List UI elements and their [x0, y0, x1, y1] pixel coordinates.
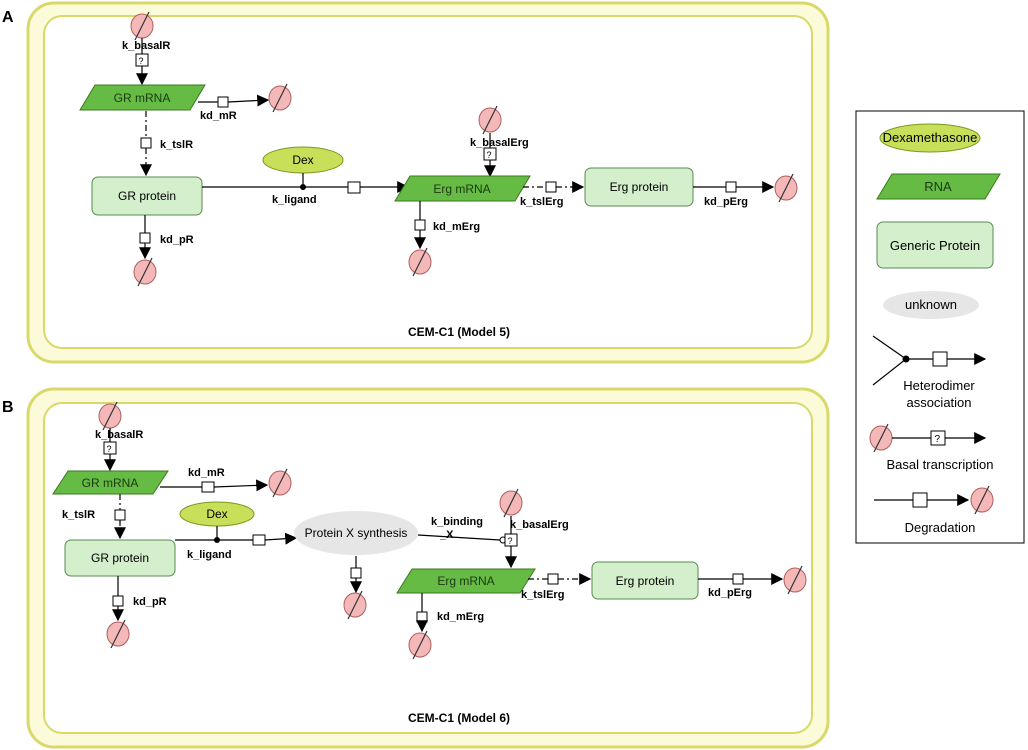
gr-protein-label: GR protein	[118, 189, 176, 203]
protein-x-synthesis-node	[294, 511, 418, 555]
label-k-ligand-b: k_ligand	[187, 549, 232, 561]
legend-heterodimer-label-2: association	[906, 395, 971, 410]
process-box	[350, 567, 362, 579]
label-k-tslErg-b: k_tslErg	[521, 589, 564, 601]
panel-b: ? k_basalR GR mRNA kd_mR k_tslR GR prote…	[26, 387, 830, 749]
process-box	[201, 481, 215, 493]
label-kd-pErg: kd_pErg	[704, 196, 748, 208]
label-k-tslR-b: k_tslR	[62, 509, 95, 521]
label-kd-pErg-b: kd_pErg	[708, 587, 752, 599]
svg-text:?: ?	[508, 536, 513, 546]
legend-basal-label: Basal transcription	[887, 457, 994, 472]
panel-a-letter: A	[2, 9, 14, 26]
label-k-binding: k_binding	[431, 516, 483, 528]
process-box	[139, 232, 151, 244]
label-k-basalR-b: k_basalR	[95, 429, 143, 441]
legend-protein-label: Generic Protein	[890, 238, 980, 253]
label-k-basalErg-b: k_basalErg	[510, 519, 569, 531]
legend-protein-shape	[876, 221, 994, 269]
legend-process-box	[912, 492, 928, 508]
label-k-ligand: k_ligand	[272, 194, 317, 206]
legend-degradation-label: Degradation	[905, 520, 976, 535]
gr-protein-label-b: GR protein	[91, 551, 149, 565]
label-k-tslR: k_tslR	[160, 139, 193, 151]
process-box	[547, 573, 559, 585]
process-box	[140, 137, 152, 149]
legend-process-box	[932, 351, 948, 367]
label-kd-pR-b: kd_pR	[133, 596, 167, 608]
label-k-basalR: k_basalR	[122, 40, 170, 52]
legend: Dexamethasone RNA Generic Protein unknow…	[855, 110, 1025, 544]
panel-b-letter: B	[2, 399, 14, 416]
legend-unknown-label: unknown	[905, 297, 957, 312]
label-kd-pR: kd_pR	[160, 234, 194, 246]
dex-label-b: Dex	[206, 507, 227, 521]
gr-mrna-node	[79, 84, 206, 111]
erg-mrna-label: Erg mRNA	[433, 182, 490, 196]
erg-protein-label-b: Erg protein	[616, 574, 675, 588]
process-box	[545, 181, 557, 193]
process-box	[732, 573, 744, 585]
erg-protein-node-b	[591, 561, 699, 600]
label-k-binding-x: _X	[439, 529, 454, 541]
label-kd-mErg: kd_mErg	[433, 221, 480, 233]
svg-text:?: ?	[935, 434, 941, 445]
legend-unknown-shape	[883, 291, 979, 319]
process-box	[112, 595, 124, 607]
gr-mrna-label: GR mRNA	[114, 91, 171, 105]
process-box	[252, 534, 266, 546]
erg-mrna-node	[394, 175, 531, 202]
panel-b-caption: CEM-C1 (Model 6)	[408, 711, 510, 725]
process-box	[414, 219, 426, 231]
panel-b-compartment-inner	[43, 402, 813, 734]
process-box	[217, 96, 229, 108]
erg-mrna-label-b: Erg mRNA	[437, 574, 494, 588]
protein-x-synthesis-label: Protein X synthesis	[305, 526, 408, 540]
label-k-tslErg: k_tslErg	[520, 196, 563, 208]
svg-text:?: ?	[107, 444, 112, 454]
legend-dexamethasone-shape	[879, 123, 981, 153]
legend-rna-label: RNA	[924, 179, 952, 194]
svg-text:?: ?	[139, 56, 144, 66]
label-kd-mR-b: kd_mR	[188, 467, 225, 479]
erg-protein-label: Erg protein	[610, 180, 669, 194]
legend-heterodimer-label-1: Heterodimer	[903, 378, 975, 393]
label-kd-mErg-b: kd_mErg	[437, 611, 484, 623]
process-box	[114, 509, 126, 521]
process-box	[725, 181, 737, 193]
legend-dexamethasone-label: Dexamethasone	[883, 130, 978, 145]
erg-mrna-node-b	[396, 568, 536, 594]
process-box	[347, 181, 361, 194]
legend-rna-shape	[876, 173, 1001, 200]
panel-a-caption: CEM-C1 (Model 5)	[408, 325, 510, 339]
gr-protein-node	[91, 176, 203, 216]
label-kd-mR: kd_mR	[200, 110, 237, 122]
label-k-basalErg: k_basalErg	[470, 137, 529, 149]
gr-mrna-label-b: GR mRNA	[82, 476, 139, 490]
svg-text:?: ?	[487, 150, 492, 160]
panel-a: ? k_basalR GR mRNA kd_mR k_tslR GR prote…	[26, 1, 830, 364]
gr-protein-node-b	[64, 539, 176, 577]
process-box	[416, 611, 428, 623]
dex-label: Dex	[292, 153, 313, 167]
gr-mrna-node-b	[52, 470, 169, 495]
